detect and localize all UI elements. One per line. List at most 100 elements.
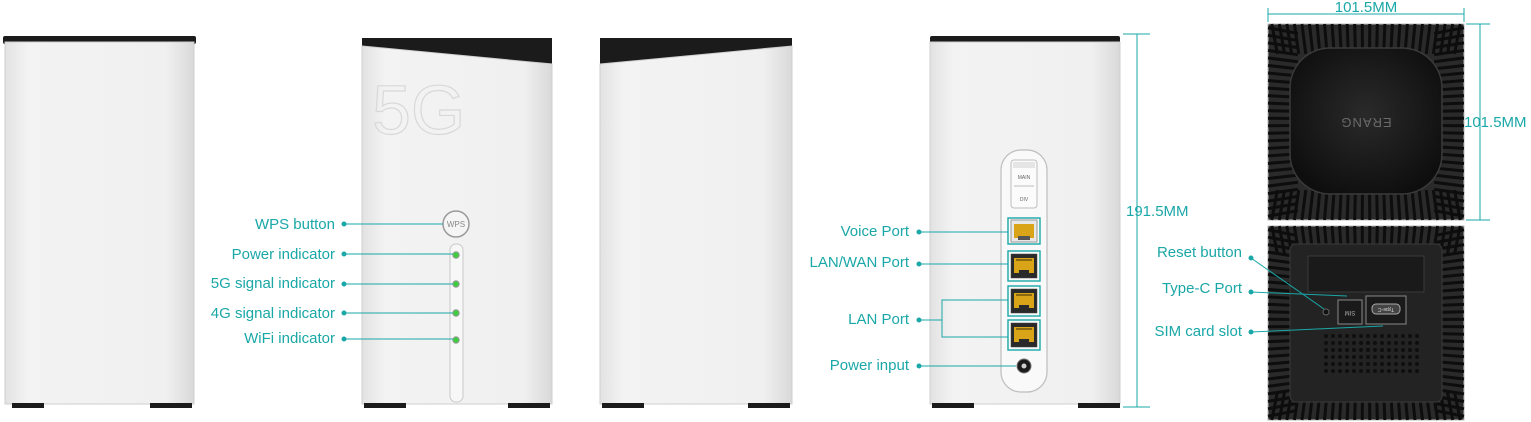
- lan-port-2[interactable]: [1010, 322, 1038, 348]
- vent-hole: [1408, 348, 1412, 352]
- vent-hole: [1324, 355, 1328, 359]
- vent-slat: [1267, 187, 1299, 196]
- vent-hole: [1331, 362, 1335, 366]
- vent-hole: [1324, 341, 1328, 345]
- vent-hole: [1359, 355, 1363, 359]
- antenna-div-label: DIV: [1020, 197, 1029, 203]
- vent-hole: [1401, 355, 1405, 359]
- bottom-callouts: [1248, 255, 1384, 335]
- vent-slat: [1438, 23, 1447, 55]
- vent-hole: [1366, 334, 1370, 338]
- vent-hole: [1380, 362, 1384, 366]
- antenna-cover: [1010, 159, 1038, 209]
- vent-hole: [1331, 355, 1335, 359]
- vent-slat: [1267, 26, 1299, 35]
- vent-hole: [1373, 348, 1377, 352]
- vent-hole: [1415, 355, 1419, 359]
- vent-hole: [1345, 362, 1349, 366]
- vent-hole: [1359, 362, 1363, 366]
- vent-hole: [1338, 348, 1342, 352]
- vent-slat: [1307, 23, 1315, 55]
- wps-button-text: WPS: [447, 220, 465, 229]
- vent-hole: [1338, 369, 1342, 373]
- vent-slat: [1433, 173, 1465, 181]
- power-input[interactable]: [1016, 358, 1032, 374]
- vent-slat: [1417, 23, 1425, 55]
- sim-card-slot[interactable]: SIM: [1337, 299, 1363, 325]
- vent-hole: [1359, 341, 1363, 345]
- vent-slat: [1345, 190, 1350, 221]
- vent-slat: [1375, 190, 1379, 221]
- vent-slat: [1433, 56, 1465, 64]
- vent-slat: [1285, 23, 1294, 55]
- brand-logo: ERANG: [1340, 115, 1391, 130]
- vent-hole: [1380, 355, 1384, 359]
- vent-slat: [1382, 190, 1387, 221]
- vent-hole: [1366, 362, 1370, 366]
- front-callouts: [341, 221, 453, 342]
- vent-hole: [1380, 348, 1384, 352]
- vent-hole: [1380, 334, 1384, 338]
- lan-wan-port[interactable]: [1010, 253, 1038, 279]
- vent-hole: [1345, 355, 1349, 359]
- vent-slat: [1267, 209, 1299, 218]
- callout-wps-button: WPS button: [255, 216, 335, 233]
- vent-hole: [1338, 334, 1342, 338]
- vent-hole: [1394, 341, 1398, 345]
- vent-hole: [1366, 355, 1370, 359]
- vent-hole: [1394, 348, 1398, 352]
- reset-button[interactable]: [1322, 308, 1330, 316]
- vent-slat: [1446, 23, 1455, 55]
- voice-port[interactable]: [1010, 219, 1038, 243]
- vent-slat: [1300, 23, 1308, 55]
- callout-reset-button: Reset button: [1157, 244, 1242, 261]
- vent-slat: [1300, 189, 1308, 221]
- top-view: ERANG: [1267, 23, 1465, 221]
- vent-slat: [1424, 189, 1432, 221]
- vent-hole: [1352, 334, 1356, 338]
- vent-slat: [1453, 23, 1462, 55]
- vent-hole: [1373, 369, 1377, 373]
- vent-hole: [1408, 355, 1412, 359]
- back-view: MAIN DIV: [929, 36, 1121, 408]
- vent-hole: [1387, 341, 1391, 345]
- vent-hole: [1415, 369, 1419, 373]
- vent-hole: [1387, 355, 1391, 359]
- vent-hole: [1394, 355, 1398, 359]
- vent-slat: [1353, 190, 1357, 221]
- lan-port-1[interactable]: [1010, 288, 1038, 314]
- vent-slat: [1453, 225, 1462, 255]
- vent-hole: [1338, 362, 1342, 366]
- vent-hole: [1324, 334, 1328, 338]
- vent-slat: [1267, 63, 1299, 71]
- vent-hole: [1331, 334, 1335, 338]
- vent-hole: [1387, 362, 1391, 366]
- vent-slat: [1267, 235, 1297, 244]
- vent-slat: [1267, 41, 1299, 50]
- vent-slat: [1433, 63, 1465, 71]
- width-dimension: [1267, 8, 1465, 22]
- vent-hole: [1401, 362, 1405, 366]
- height-dimension-label: 191.5MM: [1126, 203, 1189, 220]
- vent-hole: [1359, 348, 1363, 352]
- vent-slat: [1267, 402, 1297, 411]
- type-c-slot-text: Type-C: [1378, 306, 1395, 312]
- vent-hole: [1387, 348, 1391, 352]
- callout-power-indicator: Power indicator: [232, 246, 335, 263]
- type-c-port[interactable]: Type-C: [1365, 295, 1407, 325]
- vent-hole: [1366, 341, 1370, 345]
- vent-hole: [1345, 341, 1349, 345]
- vent-hole: [1345, 334, 1349, 338]
- indicator-strip: [449, 243, 464, 403]
- 5g-led-icon: [452, 280, 460, 288]
- vent-slat: [1330, 190, 1336, 221]
- wifi-led-icon: [452, 336, 460, 344]
- depth-dimension: [1466, 23, 1490, 221]
- vent-slat: [1446, 225, 1455, 255]
- vent-slat: [1267, 173, 1299, 181]
- callout-lan-port: LAN Port: [848, 311, 910, 328]
- vent-slat: [1433, 209, 1465, 218]
- 4g-led-icon: [452, 309, 460, 317]
- vent-slat: [1433, 180, 1465, 188]
- vent-hole: [1408, 362, 1412, 366]
